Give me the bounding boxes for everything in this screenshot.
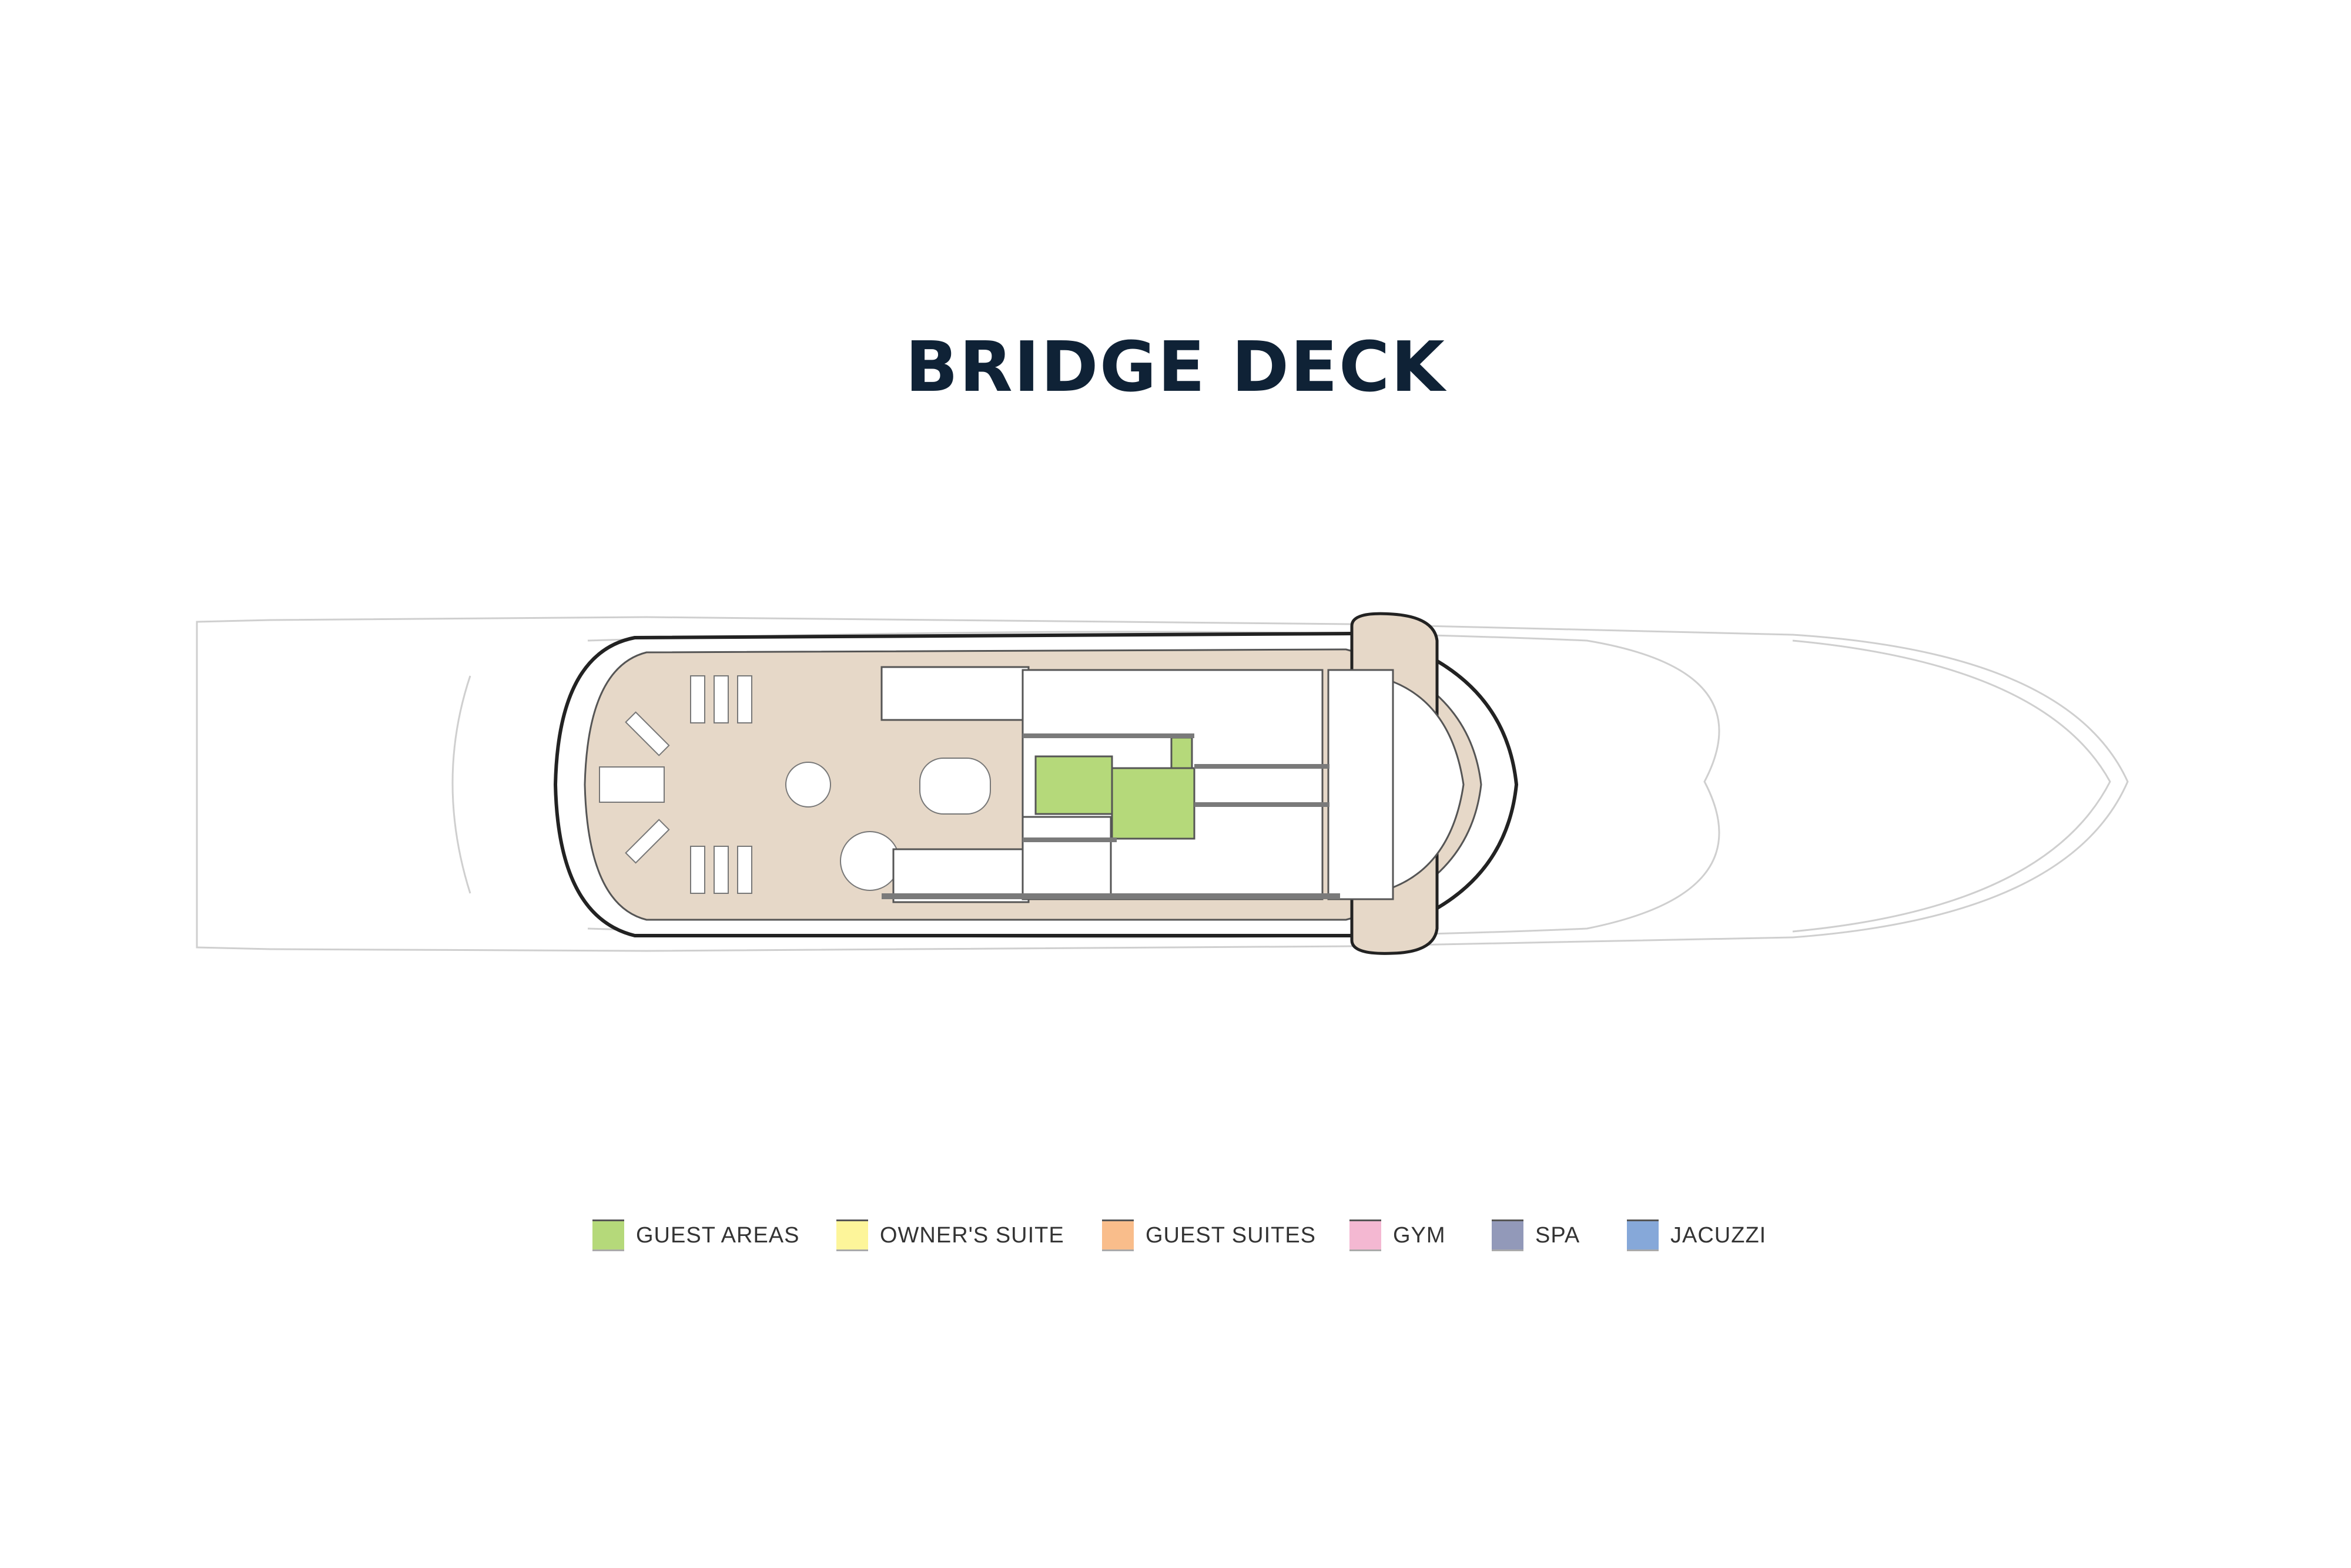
legend-label: GUEST AREAS	[636, 1222, 800, 1248]
legend-label: OWNER'S SUITE	[880, 1222, 1064, 1248]
gym-swatch	[1349, 1219, 1381, 1251]
legend-item-owners-suite: OWNER'S SUITE	[836, 1219, 1064, 1251]
guest-areas-highlight	[1034, 736, 1195, 840]
legend-label: GYM	[1393, 1222, 1446, 1248]
guest-suites-swatch	[1102, 1219, 1134, 1251]
page-title: BRIDGE DECK	[905, 326, 1446, 407]
legend-label: GUEST SUITES	[1146, 1222, 1317, 1248]
legend-item-jacuzzi: JACUZZI	[1627, 1219, 1766, 1251]
legend-label: SPA	[1535, 1222, 1580, 1248]
legend-item-gym: GYM	[1349, 1219, 1446, 1251]
legend-item-spa: SPA	[1492, 1219, 1580, 1251]
legend-item-guest-suites: GUEST SUITES	[1102, 1219, 1316, 1251]
walls	[882, 733, 1340, 899]
guest-areas-swatch	[592, 1219, 624, 1251]
spa-swatch	[1492, 1219, 1523, 1251]
legend-item-guest-areas: GUEST AREAS	[592, 1219, 800, 1251]
jacuzzi-swatch	[1627, 1219, 1659, 1251]
deck-furniture	[599, 675, 991, 894]
owners-suite-swatch	[836, 1219, 868, 1251]
legend-label: JACUZZI	[1670, 1222, 1767, 1248]
